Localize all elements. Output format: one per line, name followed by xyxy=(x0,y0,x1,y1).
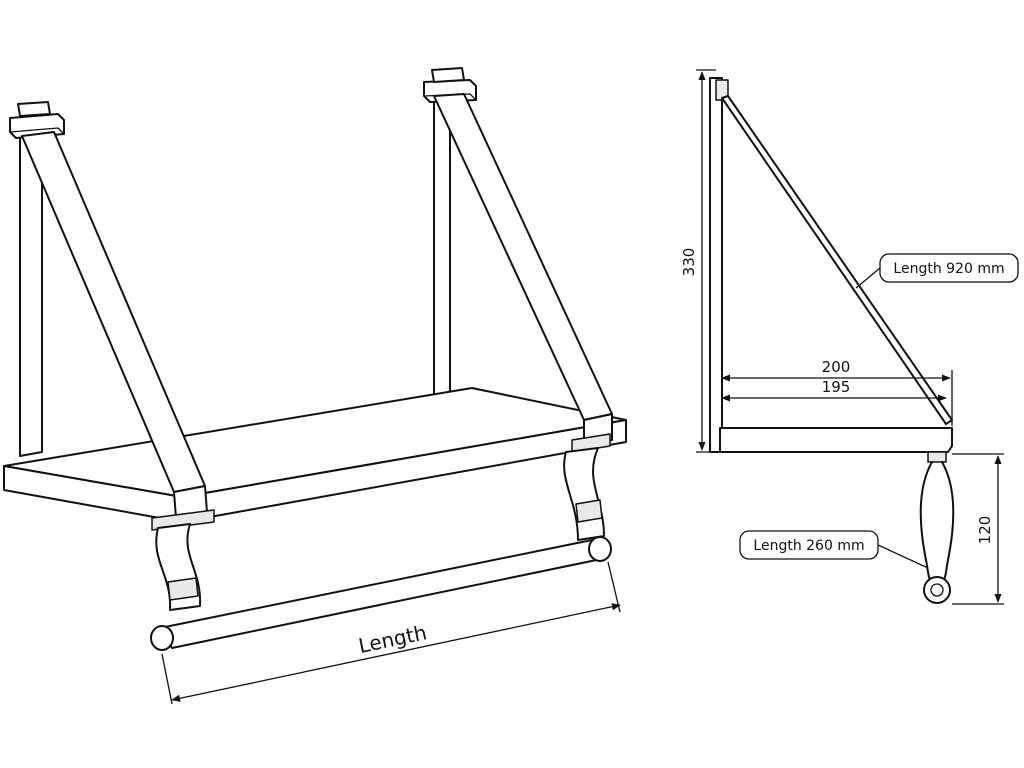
outer-depth-dimension: 200 xyxy=(721,358,953,426)
strap-length-callout: Length 920 mm xyxy=(855,253,1019,289)
shelf-board xyxy=(3,387,627,523)
height-label: 330 xyxy=(680,248,698,277)
clamp-right xyxy=(571,433,611,453)
side-hanging-loop xyxy=(919,451,955,604)
side-wall-strap xyxy=(709,77,723,453)
diagonal-strap-left xyxy=(21,131,208,519)
perspective-view: Length xyxy=(3,67,627,705)
inner-depth-dimension: 195 xyxy=(721,378,947,402)
hanging-loop-left xyxy=(155,523,202,611)
side-view: 330 200 195 Length 920 mm Length 260 mm xyxy=(680,69,1019,605)
length-dimension-line xyxy=(171,603,621,702)
height-dimension: 330 xyxy=(680,69,716,453)
loop-length-callout: Length 260 mm xyxy=(739,530,929,569)
outer-depth-label: 200 xyxy=(822,358,851,376)
clamp-left xyxy=(151,509,215,531)
loop-height-label: 120 xyxy=(976,516,994,545)
wall-bracket-left xyxy=(9,101,65,139)
side-shelf-board xyxy=(719,427,953,453)
length-label: Length xyxy=(356,620,428,658)
inner-depth-label: 195 xyxy=(822,378,851,396)
hanging-loop-right xyxy=(563,447,605,541)
strap-length-label: Length 920 mm xyxy=(893,261,1004,277)
loop-length-label: Length 260 mm xyxy=(753,538,864,554)
loop-height-dimension: 120 xyxy=(952,453,1004,605)
